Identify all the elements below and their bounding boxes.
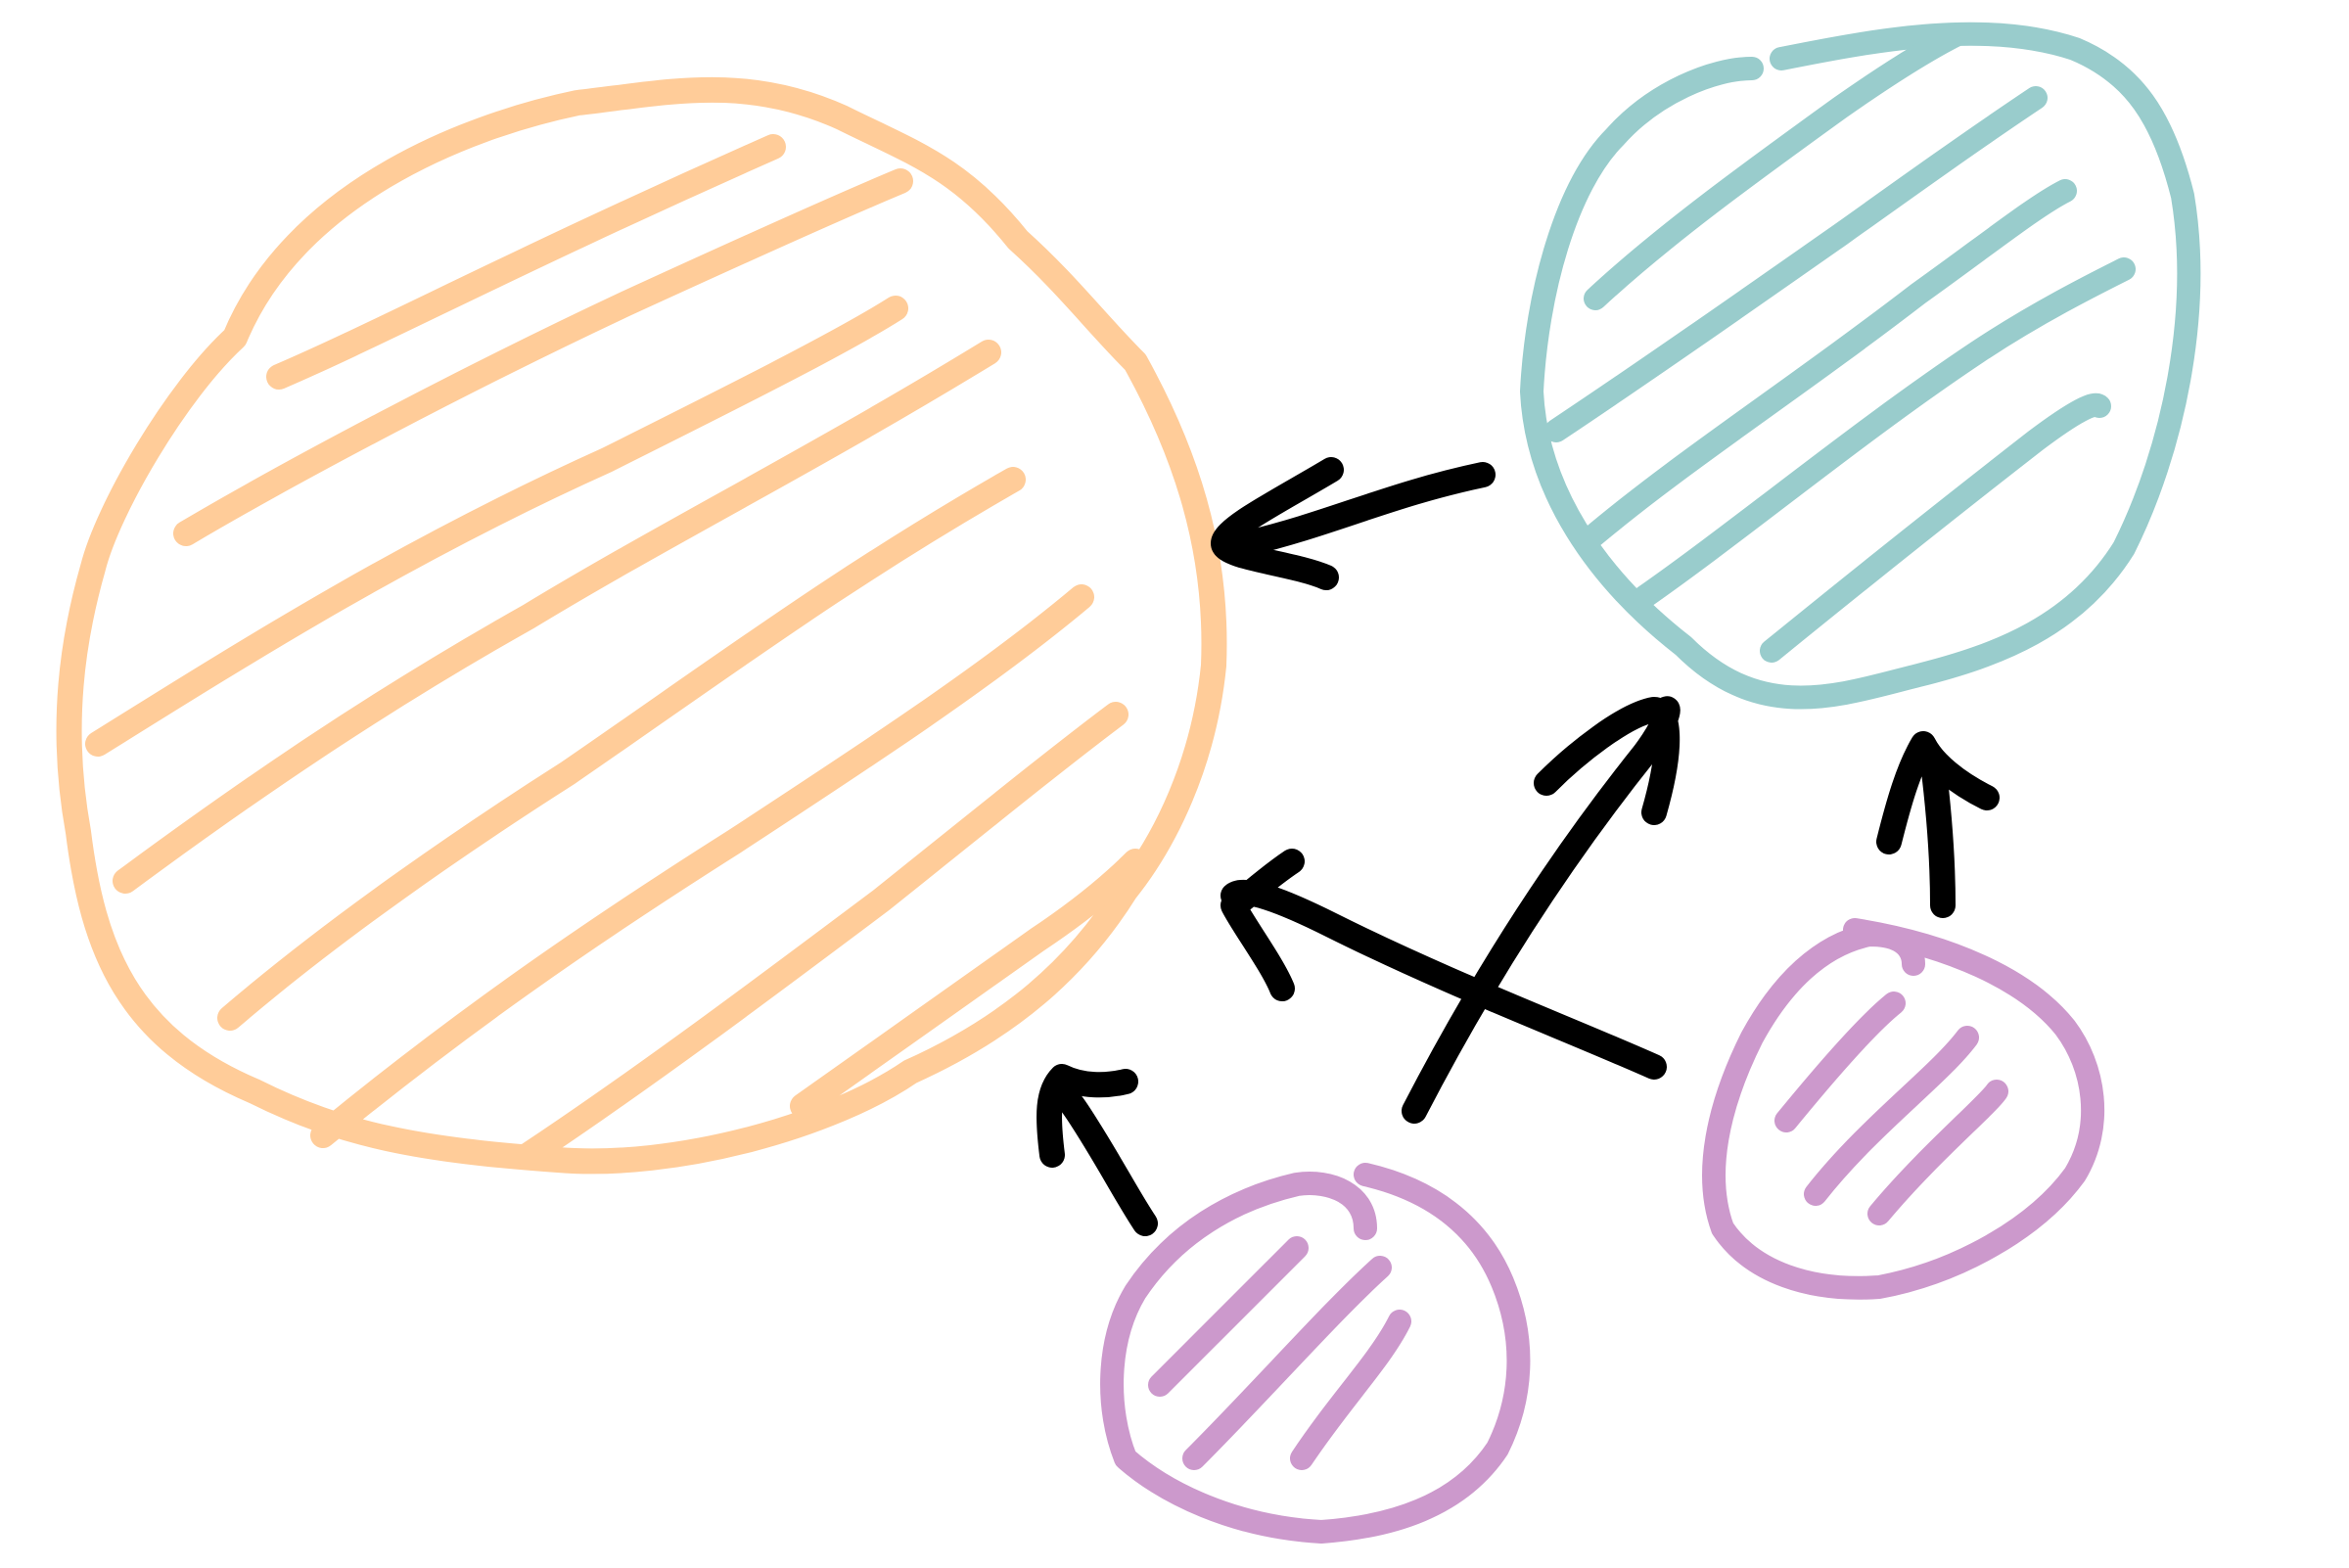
teal-hatch-3	[1579, 179, 2077, 550]
purple-right-hatch-1	[1774, 992, 1906, 1132]
orange-hatch-4	[113, 340, 1001, 894]
purple-blob-right-outline	[1702, 918, 2105, 1300]
purple-center-hatch-2	[1182, 1256, 1392, 1470]
orange-hatch-8	[790, 849, 1148, 1119]
arrow-purple-center-head	[1036, 1064, 1138, 1168]
large-orange-circle	[56, 76, 1227, 1175]
large-orange-circle-outline	[56, 76, 1227, 1175]
orange-hatch-5	[217, 467, 1026, 1031]
arrow-purple-right-shaft	[1920, 751, 1956, 918]
orange-hatch-7	[516, 702, 1128, 1168]
arrows	[1036, 457, 2000, 1236]
purple-right-hatch-3	[1867, 1080, 2008, 1225]
arrow-up-to-teal-head	[1534, 697, 1681, 825]
purple-blob-center-outline	[1100, 1163, 1531, 1544]
teal-hatch-1	[1584, 23, 1969, 310]
teal-hatch-4	[1633, 257, 2136, 609]
orange-hatch-6	[310, 584, 1094, 1148]
teal-circle	[1520, 22, 2201, 710]
teal-hatch-2	[1544, 86, 2048, 442]
purple-center-hatch-3	[1290, 1310, 1411, 1470]
orange-hatch-1	[266, 134, 786, 390]
arrow-purple-right-head	[1876, 731, 2000, 854]
purple-right-hatch-2	[1804, 1026, 1979, 1206]
arrow-teal-to-large-head	[1211, 457, 1344, 590]
arrow-purple-center-shaft	[1039, 1080, 1158, 1236]
orange-hatch-3	[85, 296, 908, 757]
teal-circle-outline	[1520, 22, 2201, 710]
teal-hatch-5	[1760, 392, 2111, 663]
orange-hatch-2	[173, 168, 913, 546]
arrow-cross-to-upper-left-head	[1221, 849, 1305, 1001]
purple-blob-center	[1100, 1163, 1531, 1544]
purple-center-hatch-1	[1148, 1236, 1309, 1397]
purple-blob-right	[1702, 918, 2105, 1300]
arrow-teal-to-large-shaft	[1235, 462, 1496, 556]
